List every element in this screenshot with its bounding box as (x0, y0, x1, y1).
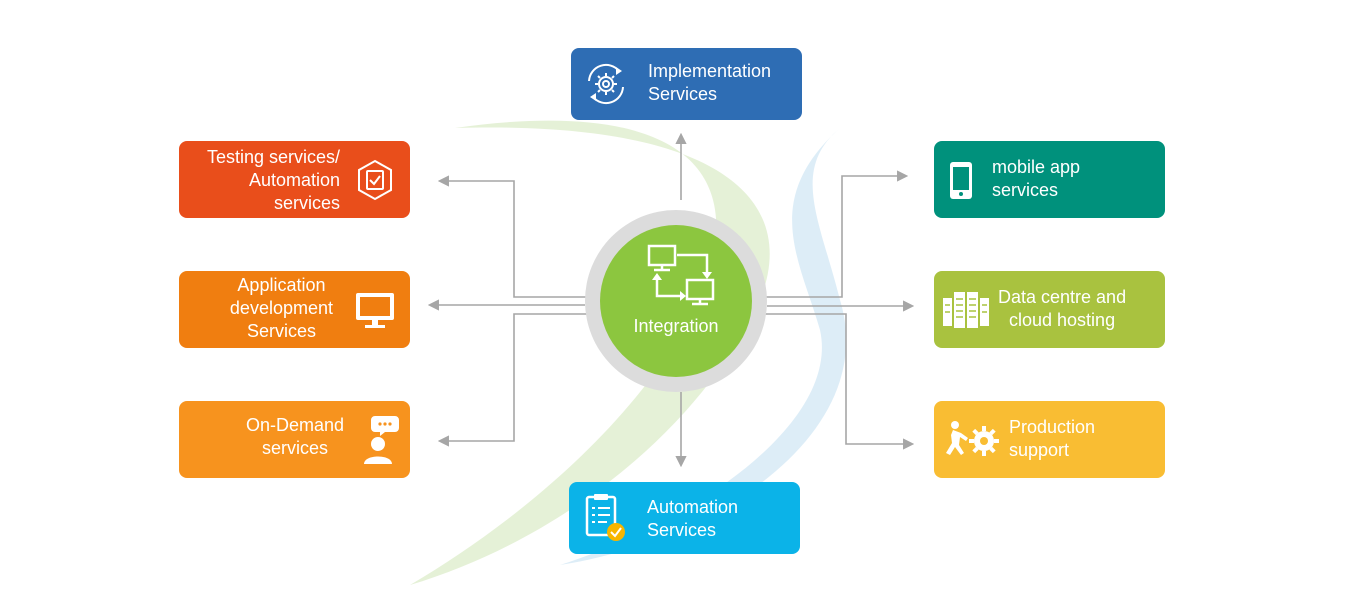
production-line-2: support (1009, 440, 1070, 460)
testing-line-1: Testing services/ (206, 147, 340, 167)
implementation-line-1: Implementation (648, 61, 772, 81)
connector-ondemand (437, 313, 590, 447)
automation-line-1: Automation (647, 497, 739, 517)
two-monitors-sync-icon (647, 244, 715, 306)
connector-testing (437, 175, 590, 298)
application-line-3: Services (246, 321, 316, 341)
testing-line-3: services (273, 193, 340, 213)
application-line-1: Application (237, 275, 326, 295)
mobile-line-2: services (992, 180, 1059, 200)
mobile-line-1: mobile app (992, 157, 1081, 177)
testing-services-box: Testing services/ Automation services (179, 141, 410, 218)
on-demand-services-box: On-Demand services (179, 401, 410, 478)
person-chat-icon (364, 416, 399, 464)
gear-refresh-icon (588, 63, 624, 105)
application-line-2: development (229, 298, 333, 318)
ondemand-line-1: On-Demand (245, 415, 344, 435)
automation-line-2: Services (647, 520, 717, 540)
implementation-line-2: Services (648, 84, 718, 104)
implementation-services-box: Implementation Services (571, 48, 802, 120)
datacentre-line-1: Data centre and (998, 287, 1127, 307)
hub-label: Integration (633, 316, 719, 336)
production-support-box: Production support (934, 401, 1165, 478)
monitor-icon (356, 293, 394, 328)
datacentre-line-2: cloud hosting (1009, 310, 1116, 330)
smartphone-icon (950, 162, 972, 199)
data-centre-box: Data centre and cloud hosting (934, 271, 1165, 348)
application-development-box: Application development Services (179, 271, 410, 348)
person-gear-icon (946, 421, 999, 456)
connector-production (762, 313, 915, 450)
testing-line-2: Automation (248, 170, 340, 190)
shield-check-icon (358, 159, 392, 201)
mobile-app-services-box: mobile app services (934, 141, 1165, 218)
connector-mobile (762, 170, 909, 298)
ondemand-line-2: services (261, 438, 328, 458)
clipboard-check-icon (585, 494, 625, 541)
automation-services-box: Automation Services (569, 482, 800, 554)
production-line-1: Production (1009, 417, 1096, 437)
server-rack-icon (943, 292, 989, 328)
swoosh-blue (560, 128, 847, 565)
